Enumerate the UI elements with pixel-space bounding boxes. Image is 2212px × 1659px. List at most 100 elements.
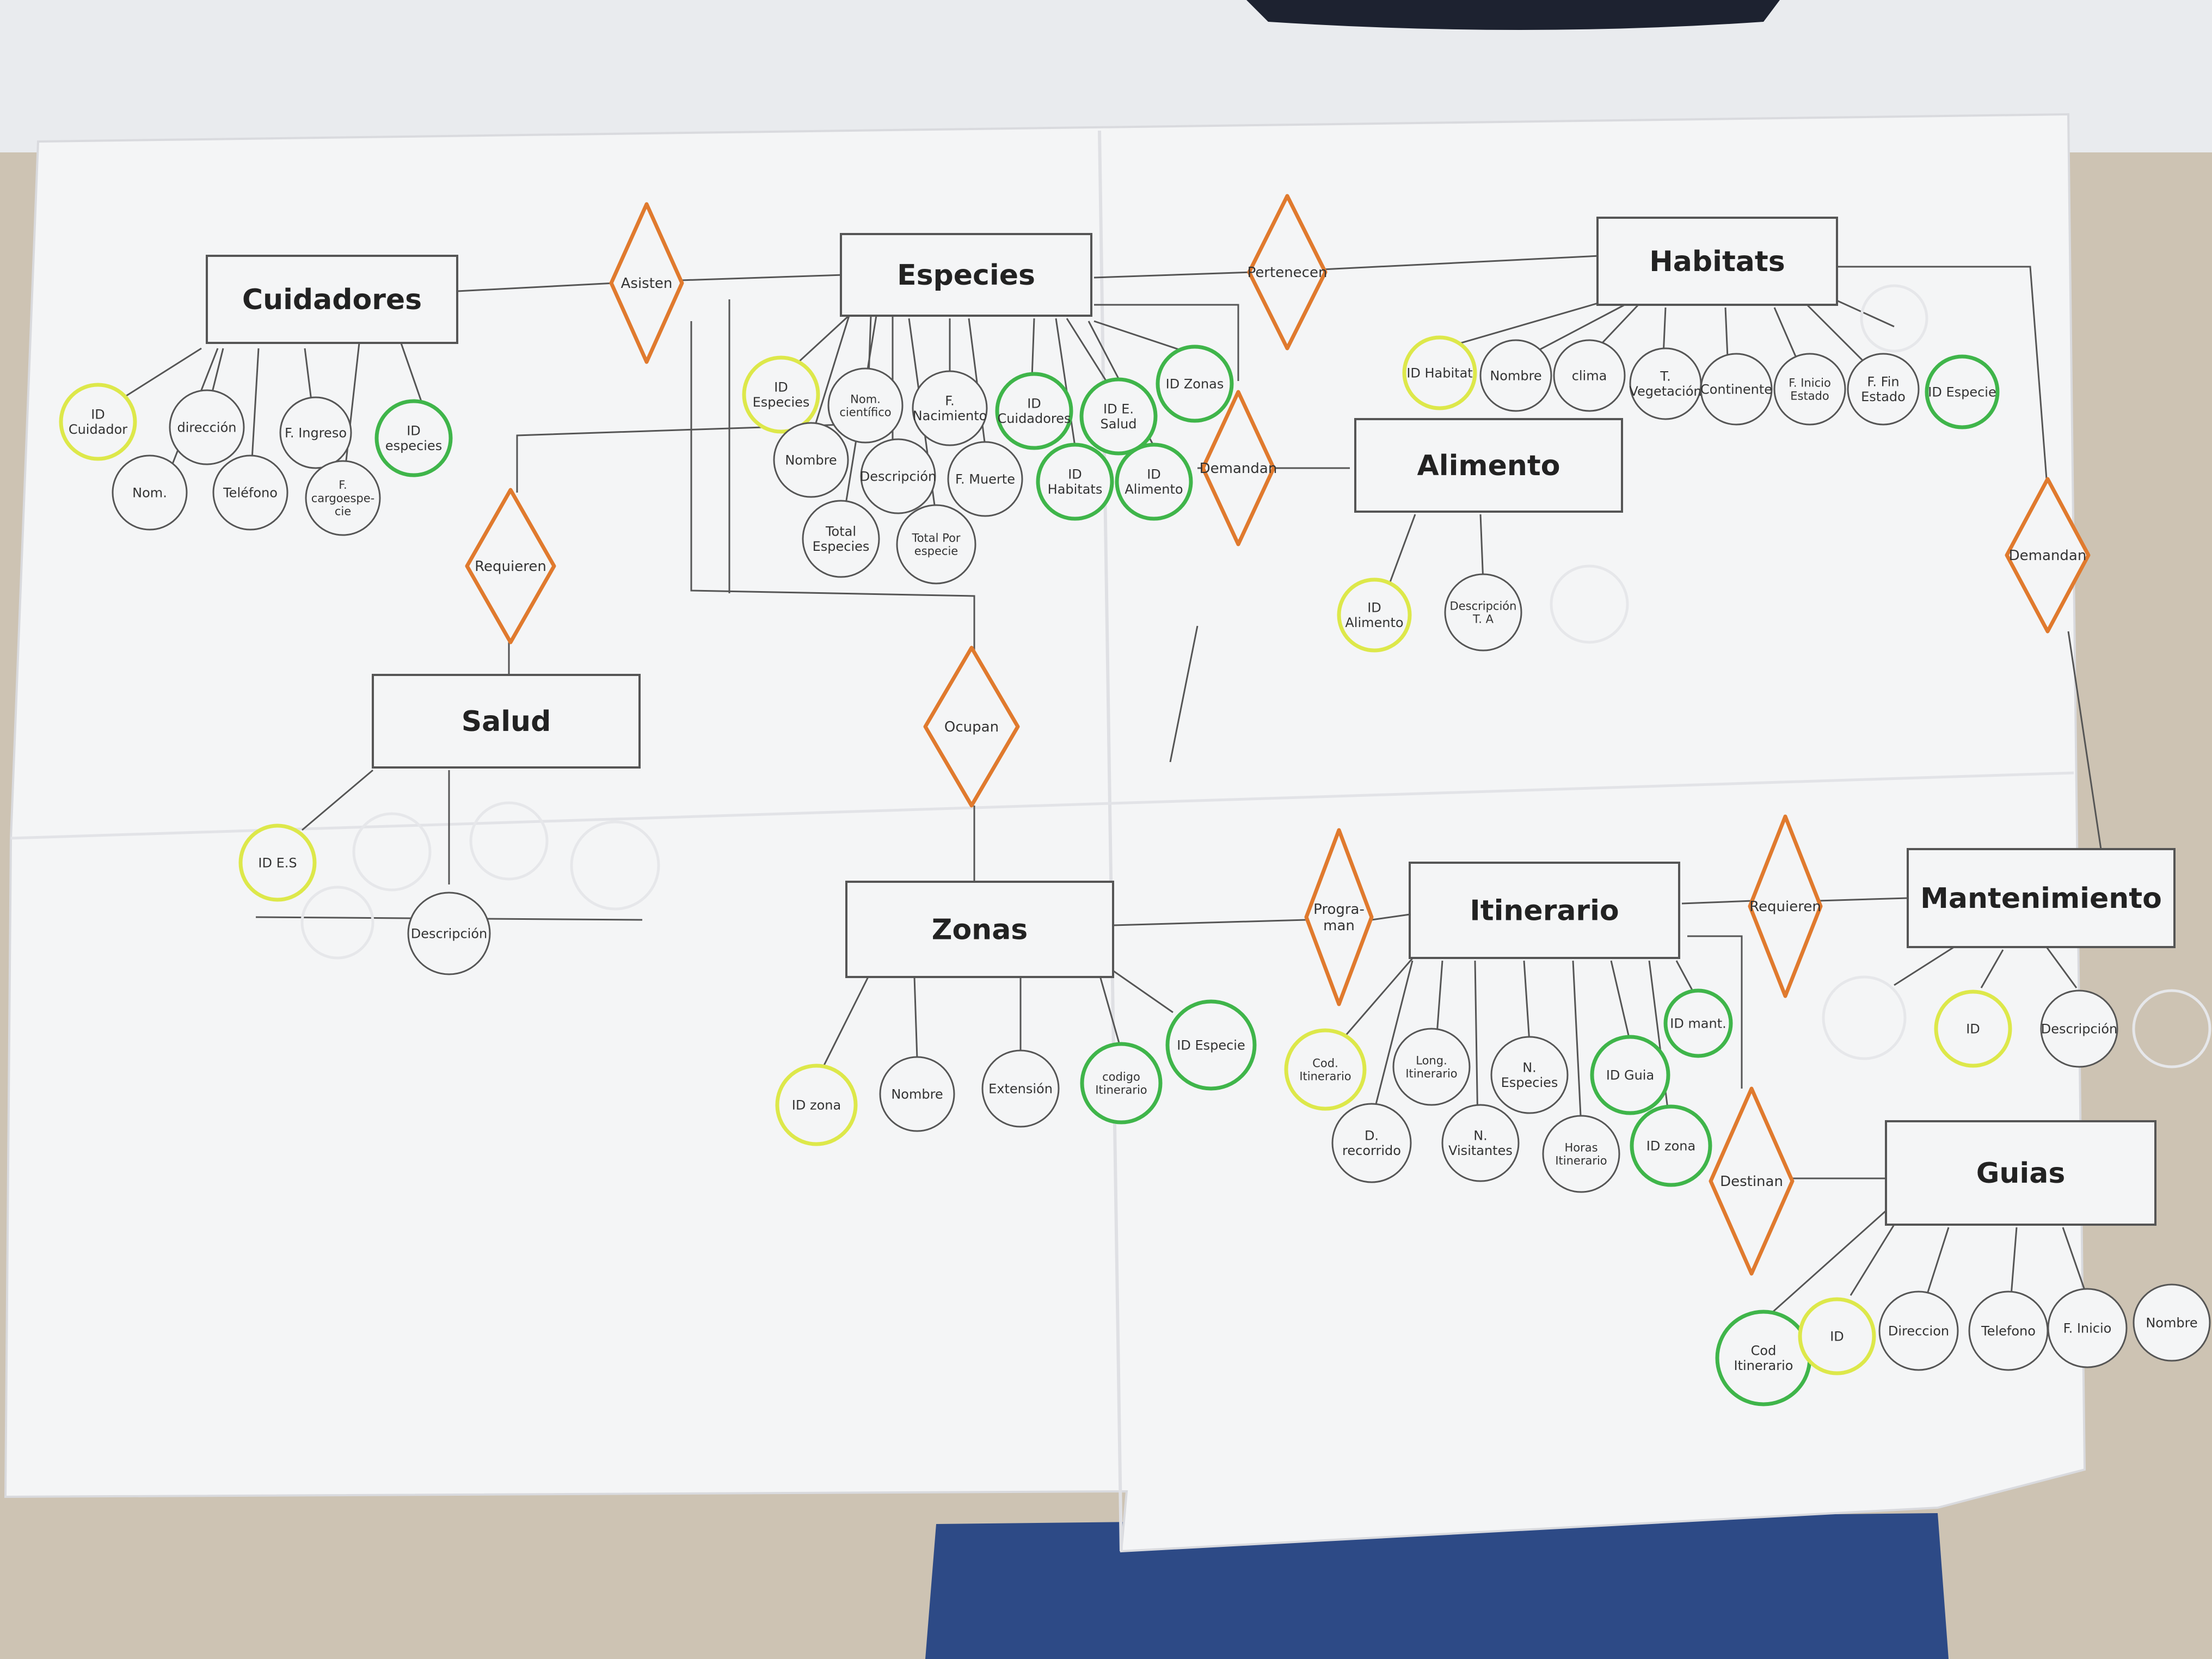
attribute-itinerario-4-label: ID mant. [1670, 1016, 1726, 1031]
relationship-demandan_alimento: Demandan [1200, 390, 1277, 546]
entity-cuidadores-label: Cuidadores [242, 284, 422, 316]
attribute-guias-5-label: Nombre [2146, 1315, 2197, 1330]
attribute-especies-2-label: F.Nacimiento [913, 394, 987, 424]
relationship-destinan-label: Destinan [1720, 1173, 1783, 1190]
attribute-guias-1-label: ID [1830, 1329, 1844, 1344]
attribute-cuidadores-6-label: F.cargoespe-cie [311, 478, 375, 518]
attribute-itinerario-5-label: D.recorrido [1342, 1128, 1401, 1159]
attribute-zonas-2: Extensión [981, 1049, 1060, 1128]
attribute-habitats-0-label: ID Habitat [1406, 365, 1472, 380]
bag [1246, 0, 1780, 30]
attribute-guias-3: Telefono [1968, 1291, 2049, 1371]
attribute-mantenimiento-1: Descripción [2040, 990, 2118, 1068]
attribute-habitats-4-label: Continente [1700, 382, 1772, 397]
attribute-salud-0: ID E.S [238, 824, 317, 902]
attribute-cuidadores-5-label: Teléfono [223, 485, 278, 500]
relationship-programan-label: Progra-man [1313, 901, 1365, 934]
attribute-especies-6-label: Nombre [785, 452, 837, 468]
attribute-itinerario-3-label: ID Guia [1606, 1067, 1654, 1083]
entity-itinerario-label: Itinerario [1470, 895, 1619, 927]
attribute-especies-5: ID Zonas [1156, 345, 1234, 423]
attribute-habitats-1: Nombre [1479, 339, 1552, 412]
entity-guias-label: Guias [1976, 1157, 2066, 1190]
entity-guias: Guias [1885, 1120, 2156, 1226]
attribute-salud-0-label: ID E.S [258, 855, 297, 870]
attribute-habitats-3: T.Vegetación [1629, 347, 1702, 420]
attribute-guias-5: Nombre [2133, 1283, 2211, 1362]
attribute-guias-4: F. Inicio [2047, 1288, 2128, 1368]
attribute-guias-1: ID [1798, 1297, 1876, 1375]
relationship-pertenecen-label: Pertenecen [1248, 265, 1328, 281]
entity-itinerario: Itinerario [1409, 862, 1680, 959]
entity-zonas: Zonas [845, 881, 1114, 978]
attribute-mantenimiento-1-label: Descripción [2041, 1021, 2117, 1036]
attribute-cuidadores-6: F.cargoespe-cie [305, 460, 381, 536]
attribute-zonas-1-label: Nombre [891, 1086, 943, 1102]
paper-fold-vertical [1098, 130, 1123, 1552]
relationship-requieren-label: Requieren [475, 558, 546, 575]
attribute-guias-2: Direccion [1878, 1291, 1959, 1371]
attribute-cuidadores-2: F. Ingreso [279, 396, 352, 469]
attribute-cuidadores-2-label: F. Ingreso [285, 425, 347, 440]
entity-cuidadores: Cuidadores [206, 255, 458, 344]
attribute-mantenimiento-0: ID [1934, 990, 2012, 1068]
attribute-mantenimiento-0-label: ID [1966, 1021, 1980, 1036]
attribute-cuidadores-1-label: dirección [177, 420, 237, 435]
attribute-especies-1: Nom.científico [827, 367, 904, 444]
entity-habitats-label: Habitats [1649, 245, 1785, 278]
relationship-requieren_mant: Requieren [1748, 814, 1823, 998]
relationship-programan: Progra-man [1304, 828, 1374, 1006]
entity-alimento: Alimento [1354, 418, 1623, 513]
attribute-especies-5-label: ID Zonas [1166, 376, 1224, 391]
entity-zonas-label: Zonas [932, 914, 1028, 947]
attribute-cuidadores-5: Teléfono [212, 454, 288, 531]
attribute-habitats-4: Continente [1700, 353, 1773, 426]
attribute-habitats-2: clima [1553, 339, 1626, 412]
attribute-salud-1: Descripción [407, 892, 491, 975]
attribute-itinerario-0-label: Cod.Itinerario [1299, 1056, 1351, 1083]
attribute-especies-4: ID E.Salud [1079, 377, 1158, 456]
attribute-cuidadores-1: dirección [169, 389, 245, 465]
attribute-itinerario-8: ID zona [1630, 1104, 1712, 1187]
attribute-itinerario-4: ID mant. [1663, 988, 1733, 1058]
relationship-pertenecen: Pertenecen [1247, 194, 1328, 351]
entity-salud-label: Salud [462, 705, 551, 738]
entity-alimento-label: Alimento [1417, 450, 1560, 482]
attribute-guias-2-label: Direccion [1888, 1323, 1949, 1338]
relationship-requieren_mant-label: Requieren [1749, 899, 1821, 915]
attribute-zonas-4: ID Especie [1165, 999, 1257, 1091]
attribute-especies-8: F. Muerte [947, 441, 1023, 517]
attribute-habitats-0: ID Habitat [1402, 335, 1477, 410]
attribute-habitats-3-label: T.Vegetación [1629, 369, 1701, 400]
attribute-itinerario-0: Cod.Itinerario [1284, 1028, 1367, 1111]
chair-back [925, 1513, 1949, 1659]
attribute-especies-7: Descripción [860, 438, 936, 514]
relationship-asisten-label: Asisten [621, 275, 673, 292]
attribute-especies-1-label: Nom.científico [839, 392, 891, 419]
relationship-ocupan: Ocupan [923, 646, 1020, 808]
attribute-itinerario-5: D.recorrido [1331, 1103, 1412, 1183]
relationship-demandan_alimento-label: Demandan [1200, 460, 1277, 477]
attribute-especies-4-label: ID E.Salud [1100, 402, 1136, 432]
attribute-especies-7-label: Descripción [860, 469, 936, 484]
attribute-especies-8-label: F. Muerte [955, 471, 1015, 487]
attribute-habitats-7: ID Especie [1925, 354, 2000, 429]
attribute-itinerario-8-label: ID zona [1646, 1138, 1695, 1153]
entity-especies: Especies [840, 233, 1092, 317]
